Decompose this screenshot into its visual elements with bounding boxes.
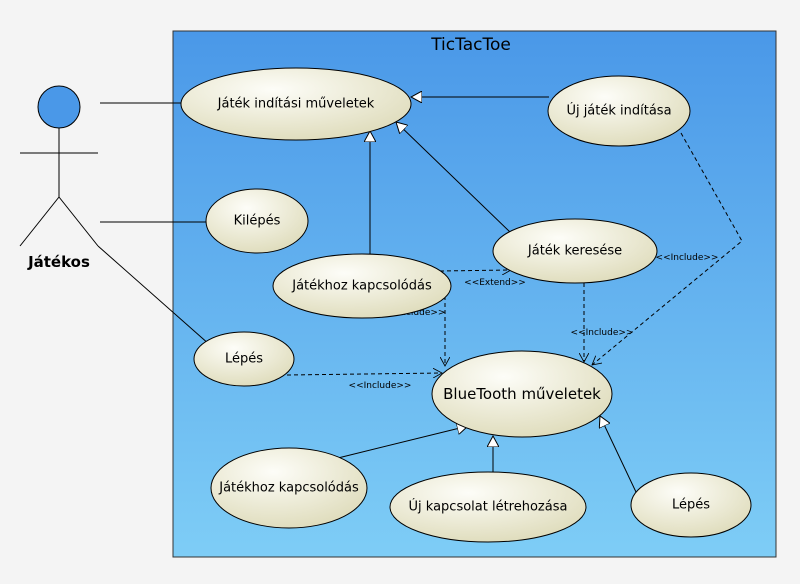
usecase-kilepes-label: Kilépés — [234, 214, 281, 229]
usecase-jatek-inditasi-label: Játék indítási műveletek — [217, 97, 375, 112]
stereo-include-kapcsolodas: <<Include>> — [383, 308, 446, 318]
usecase-jatek-inditasi[interactable]: Játék indítási műveletek — [180, 67, 412, 141]
usecase-lepes-label: Lépés — [225, 352, 263, 367]
actor-label: Játékos — [27, 253, 90, 271]
usecase-jatek-kereses-label: Játék keresése — [527, 244, 622, 259]
gen-bt-kapcsolodas — [337, 426, 468, 459]
gen-kereses — [396, 122, 511, 233]
stereo-extend: <<Extend>> — [464, 278, 526, 288]
gen-bt-lepes — [600, 416, 637, 493]
assoc-lepes — [97, 245, 211, 346]
usecase-jatek-kereses[interactable]: Játék keresése — [492, 218, 658, 284]
usecase-jatekhoz-kapcsolodas[interactable]: Játékhoz kapcsolódás — [272, 253, 452, 319]
usecase-bt-uj-kapcsolat[interactable]: Új kapcsolat létrehozása — [389, 471, 587, 543]
stereo-include-lepes: <<Include>> — [349, 381, 412, 391]
include-lepes — [286, 373, 442, 375]
extend-kapcsolodas-kereses — [439, 270, 511, 271]
usecase-bluetooth-label: BlueTooth műveletek — [443, 385, 601, 403]
usecase-bt-lepes-label: Lépés — [672, 498, 710, 513]
usecase-bluetooth[interactable]: BlueTooth műveletek — [431, 350, 613, 438]
usecase-bt-jatekhoz-kapcsolodas[interactable]: Játékhoz kapcsolódás — [210, 447, 368, 529]
usecase-uj-jatek[interactable]: Új játék indítása — [547, 75, 691, 147]
stereo-include-uj-jatek: <<Include>> — [656, 253, 719, 263]
usecase-bt-jatekhoz-kapcsolodas-label: Játékhoz kapcsolódás — [218, 481, 359, 496]
usecase-kilepes[interactable]: Kilépés — [205, 188, 309, 254]
usecase-bt-lepes[interactable]: Lépés — [630, 472, 752, 538]
include-uj-jatek — [592, 132, 743, 365]
actor-jatekos[interactable]: Játékos — [19, 85, 99, 271]
usecase-jatekhoz-kapcsolodas-label: Játékhoz kapcsolódás — [291, 279, 432, 294]
usecase-bt-uj-kapcsolat-label: Új kapcsolat létrehozása — [409, 499, 568, 515]
system-title: TicTacToe — [430, 35, 511, 55]
actor-head — [37, 85, 81, 129]
usecase-uj-jatek-label: Új játék indítása — [566, 103, 671, 119]
usecase-lepes[interactable]: Lépés — [193, 331, 295, 387]
stereo-include-kereses: <<Include>> — [571, 328, 634, 338]
